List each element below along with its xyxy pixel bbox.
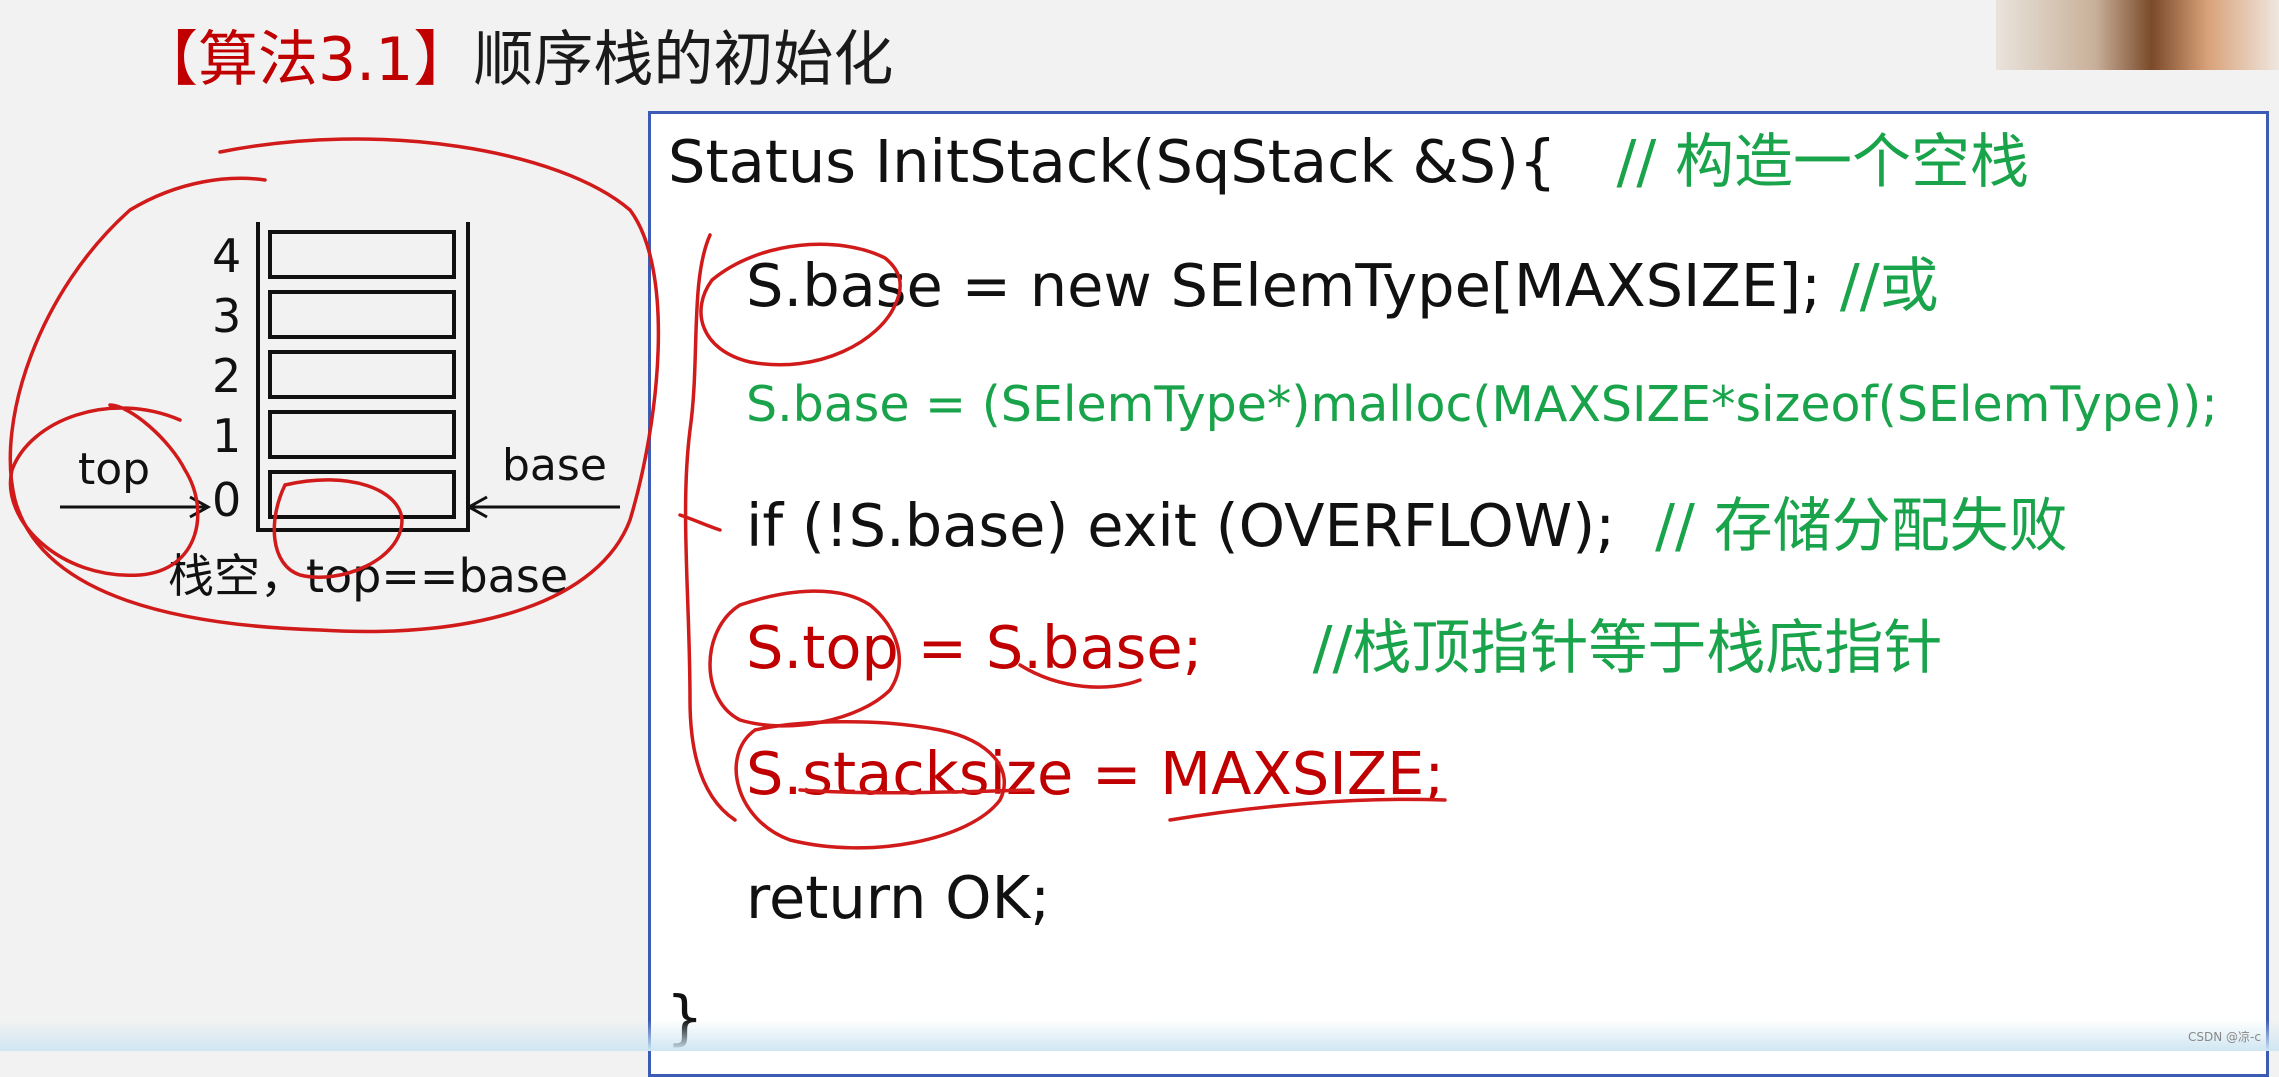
index-1: 1 xyxy=(212,409,242,463)
top-assign-code: S.top = S.base; xyxy=(746,613,1203,682)
algorithm-tag: 【算法3.1】 xyxy=(138,25,474,95)
overflow-check-comment: // 存储分配失败 xyxy=(1655,491,2068,560)
alloc-new-comment: //或 xyxy=(1821,251,1939,320)
alloc-new-code: S.base = new SElemType[MAXSIZE]; xyxy=(746,251,1822,320)
code-line-signature: Status InitStack(SqStack &S){ // 构造一个空栈 xyxy=(668,122,2029,202)
stack-slot-4 xyxy=(268,230,456,279)
overflow-check-code: if (!S.base) exit (OVERFLOW); xyxy=(746,491,1616,560)
stacksize-code: S.stacksize = MAXSIZE; xyxy=(746,739,1445,808)
top-label: top xyxy=(78,444,151,495)
index-0: 0 xyxy=(212,473,242,527)
signature-code: Status InitStack(SqStack &S){ xyxy=(668,127,1557,196)
code-line-return: return OK; xyxy=(746,863,1051,932)
base-label: base xyxy=(502,440,607,491)
title-text: 顺序栈的初始化 xyxy=(473,25,894,95)
stack-frame xyxy=(60,222,620,532)
code-line-stacksize: S.stacksize = MAXSIZE; xyxy=(746,734,1444,814)
index-4: 4 xyxy=(212,229,242,283)
code-line-overflow-check: if (!S.base) exit (OVERFLOW); // 存储分配失败 xyxy=(746,486,2068,566)
webcam-thumbnail xyxy=(1996,0,2279,70)
empty-stack-caption: 栈空，top==base xyxy=(168,549,569,603)
signature-comment: // 构造一个空栈 xyxy=(1616,127,2029,196)
handwritten-annotations xyxy=(8,137,1447,850)
stack-slot-2 xyxy=(268,350,456,399)
slide-title: 【算法3.1】顺序栈的初始化 xyxy=(138,18,893,102)
index-3: 3 xyxy=(212,289,242,343)
stack-slot-0 xyxy=(268,470,456,519)
index-2: 2 xyxy=(212,349,242,403)
bottom-decoration xyxy=(0,1020,2279,1051)
watermark: CSDN @凉-c xyxy=(2188,1030,2261,1044)
stack-slot-1 xyxy=(268,410,456,459)
code-line-alloc-malloc: S.base = (SElemType*)malloc(MAXSIZE*size… xyxy=(746,376,2218,433)
stack-slot-3 xyxy=(268,290,456,339)
code-line-top-assign: S.top = S.base; //栈顶指针等于栈底指针 xyxy=(746,608,1942,688)
code-line-alloc-new: S.base = new SElemType[MAXSIZE]; //或 xyxy=(746,246,1939,326)
top-assign-comment: //栈顶指针等于栈底指针 xyxy=(1312,613,1943,682)
